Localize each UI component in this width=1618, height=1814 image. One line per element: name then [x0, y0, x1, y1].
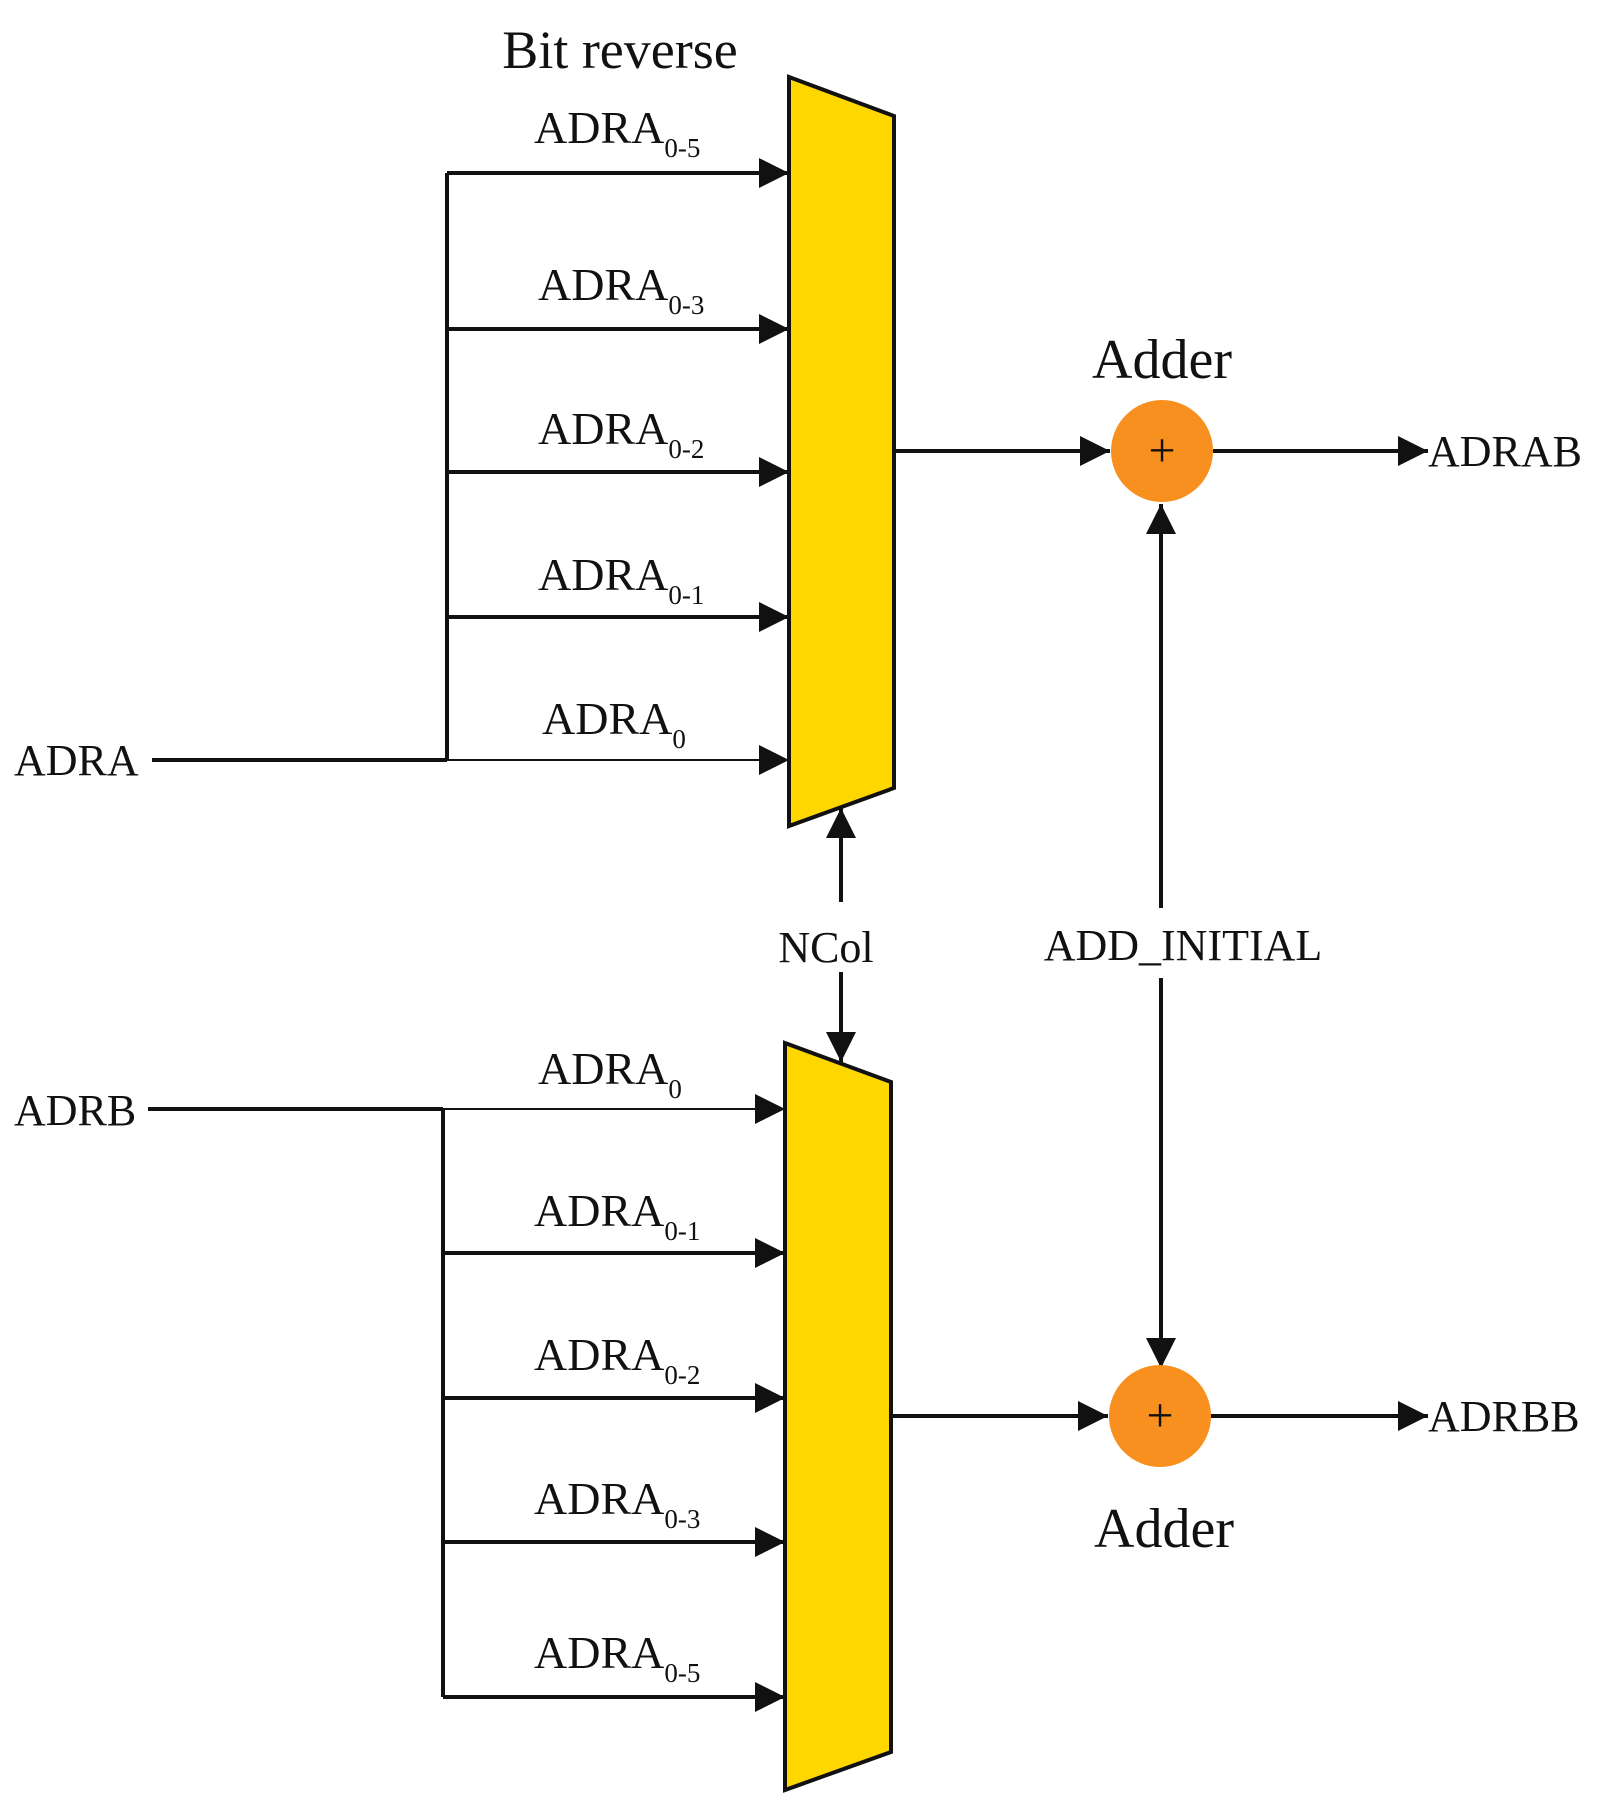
top-input-label: ADRA0-5: [534, 102, 700, 163]
top-mux-group: ADRA ADRA0-5 ADRA0-3 ADRA0-2 ADRA0-1 ADR…: [14, 74, 896, 829]
plus-icon: +: [1146, 1389, 1173, 1442]
top-input-label: ADRA0: [542, 693, 686, 754]
bottom-input-label: ADRA0: [538, 1043, 682, 1104]
top-adder-circle: [1111, 400, 1213, 502]
input-label-adrb: ADRB: [14, 1086, 136, 1135]
ncol-select-group: NCol: [778, 808, 874, 1062]
bottom-input-label: ADRA0-3: [534, 1473, 700, 1534]
top-input-label: ADRA0-1: [538, 549, 704, 610]
bottom-input-label: ADRA0-2: [534, 1329, 700, 1390]
output-label-adrab: ADRAB: [1428, 427, 1582, 476]
bottom-mux-block: [783, 1040, 893, 1793]
add-initial-group: ADD_INITIAL: [1044, 504, 1323, 1368]
title: Bit reverse: [502, 20, 737, 80]
bottom-adder-circle: [1109, 1365, 1211, 1467]
bottom-input-label: ADRA0-1: [534, 1185, 700, 1246]
add-initial-label: ADD_INITIAL: [1044, 921, 1323, 970]
ncol-label: NCol: [778, 923, 873, 972]
top-input-label: ADRA0-3: [538, 259, 704, 320]
input-label-adra: ADRA: [14, 736, 139, 785]
output-label-adrbb: ADRBB: [1428, 1392, 1580, 1441]
plus-icon: +: [1148, 424, 1175, 477]
top-adder-group: + Adder ADRAB: [894, 329, 1582, 502]
bottom-adder-label: Adder: [1094, 1498, 1234, 1560]
top-mux-block: [787, 74, 896, 829]
top-adder-label: Adder: [1092, 329, 1232, 391]
bottom-adder-group: + Adder ADRBB: [891, 1365, 1580, 1560]
top-input-label: ADRA0-2: [538, 403, 704, 464]
bottom-mux-group: ADRB ADRA0 ADRA0-1 ADRA0-2 ADRA0-3 ADRA0…: [14, 1040, 893, 1793]
bottom-input-label: ADRA0-5: [534, 1627, 700, 1688]
